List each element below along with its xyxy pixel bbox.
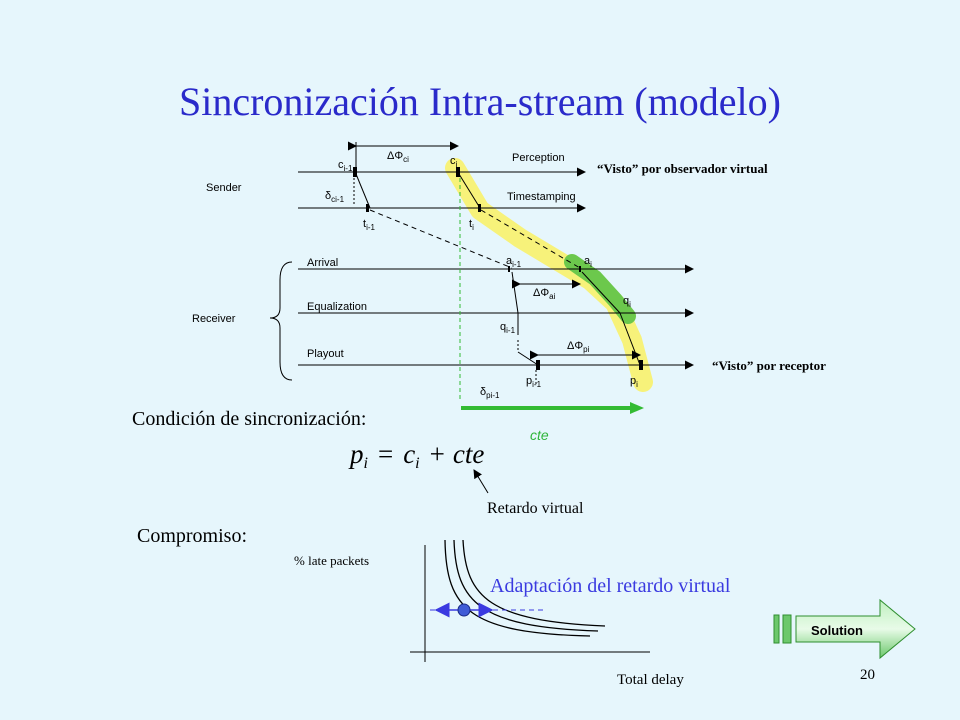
a-prev-label: ai-1: [506, 255, 522, 269]
p-cur-label: pi: [630, 375, 638, 389]
t-cur-label: ti: [469, 218, 474, 232]
a-cur-label: ai: [584, 255, 592, 269]
t-prev-mark: [366, 204, 369, 212]
virtual-delay-pointer: [473, 469, 489, 494]
delta-ai-label: ΔΦai: [533, 287, 556, 301]
delta-ci1-label: δci-1: [325, 190, 345, 204]
solution-button-label: Solution: [811, 623, 863, 638]
p-prev-mark: [536, 360, 540, 370]
sender-cur-slant: [458, 173, 481, 209]
receiver-brace: [269, 261, 293, 381]
p-cur-mark: [639, 360, 643, 370]
timestamping-label: Timestamping: [507, 191, 576, 203]
sender-label: Sender: [206, 182, 242, 194]
seen-by-receiver-label: “Visto” por receptor: [712, 358, 826, 373]
receiver-label: Receiver: [192, 313, 236, 325]
svg-text:pi=ci+cte: pi=ci+cte: [348, 439, 484, 472]
playout-label: Playout: [307, 348, 344, 360]
cte-arrow-head: [630, 402, 644, 414]
q-cur-label: qi: [623, 295, 631, 309]
sync-condition-label: Condición de sincronización:: [132, 408, 366, 430]
slide-title: Sincronización Intra-stream (modelo): [179, 79, 781, 124]
delta-pi-label: ΔΦpi: [567, 340, 590, 354]
transmission-prev-dashed: [369, 209, 513, 269]
t-cur-mark: [478, 204, 481, 212]
q-prev-label: qi-1: [500, 321, 516, 335]
equalization-label: Equalization: [307, 301, 367, 313]
t-prev-label: ti-1: [363, 218, 376, 232]
tradeoff-label: Compromiso:: [137, 525, 247, 547]
c-prev-label: ci-1: [338, 159, 353, 173]
delta-pi1-label: δpi-1: [480, 386, 500, 400]
p-prev-label: pi-1: [526, 375, 542, 389]
c-prev-mark: [353, 167, 357, 177]
transmission-cur-dashed: [480, 209, 581, 269]
adaptation-point[interactable]: [457, 603, 471, 617]
c-cur-mark: [456, 167, 460, 177]
virtual-delay-label: Retardo virtual: [487, 500, 584, 517]
arrival-label: Arrival: [307, 257, 338, 269]
c-cur-label: ci: [450, 155, 458, 169]
page-number: 20: [860, 667, 875, 683]
receiver-prev-slant-3: [517, 351, 539, 366]
sync-formula: pi=ci+cte: [348, 439, 484, 472]
cte-label: cte: [530, 427, 549, 443]
receiver-cur-slant-1: [581, 271, 621, 314]
sender-prev-slant: [355, 173, 371, 209]
seen-by-observer-label: “Visto” por observador virtual: [597, 161, 768, 176]
solution-button[interactable]: Solution: [773, 598, 916, 660]
green-highlight-band: [564, 254, 636, 324]
tradeoff-y-axis-label: % late packets: [294, 553, 369, 568]
delta-ci-label: ΔΦci: [387, 150, 409, 164]
tradeoff-x-axis-label: Total delay: [617, 672, 684, 688]
perception-label: Perception: [512, 152, 565, 164]
receiver-prev-slant-1: [511, 271, 519, 314]
adaptation-label: Adaptación del retardo virtual: [490, 575, 731, 597]
